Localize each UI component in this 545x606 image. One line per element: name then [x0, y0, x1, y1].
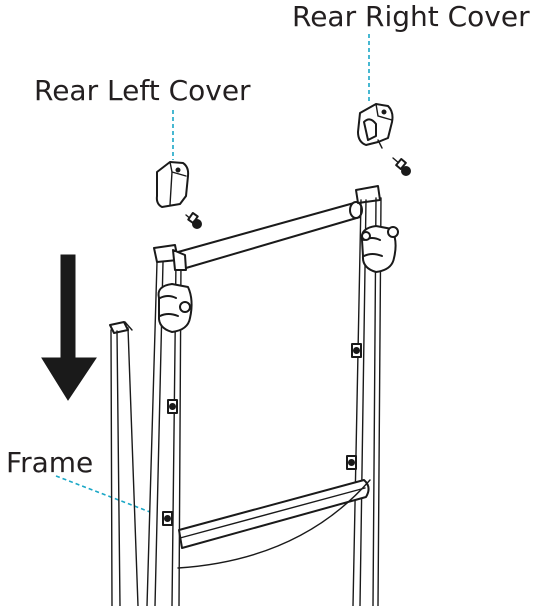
rear-right-cover-screw [392, 157, 411, 176]
frame-label: Frame [6, 446, 93, 479]
rear-right-cover [357, 103, 394, 149]
frame-leader [55, 475, 151, 513]
left-upright-bolt-1 [167, 399, 178, 414]
rear-left-cover-label: Rear Left Cover [34, 74, 251, 107]
right-upright-bolt-1 [351, 343, 362, 358]
rear-right-cover-label: Rear Right Cover [292, 0, 530, 33]
right-upright-bolt-2 [346, 455, 357, 470]
rear-left-cover [155, 161, 190, 208]
left-upright-bolt-2 [162, 511, 173, 526]
down-arrow-icon [41, 254, 97, 401]
right-hinge-clamp [360, 225, 399, 273]
rear-left-cover-screw [185, 212, 202, 229]
main-frame [146, 185, 399, 606]
left-hinge-clamp [157, 283, 193, 333]
frame-tube [109, 321, 139, 606]
